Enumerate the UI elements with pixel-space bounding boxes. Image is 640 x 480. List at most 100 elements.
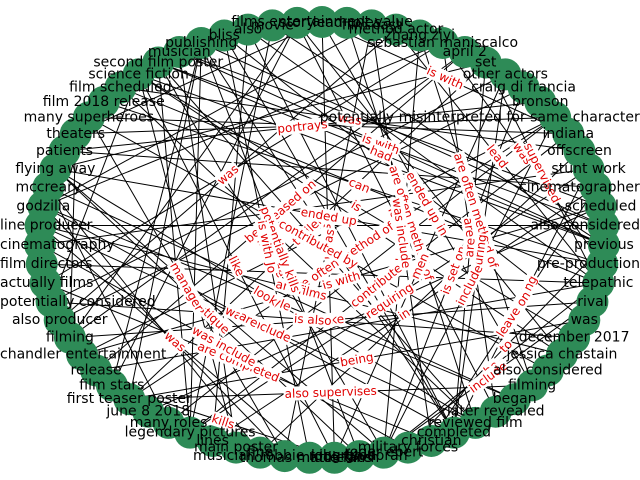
node-label: also considered bbox=[493, 362, 603, 378]
node-label: reviewed film bbox=[428, 415, 523, 431]
edge-label-halo bbox=[188, 322, 260, 370]
graph-node[interactable] bbox=[232, 13, 265, 46]
edge-label-text: kills bbox=[210, 411, 236, 431]
edge-label-halo bbox=[225, 252, 248, 280]
edge-label-text: also supervises bbox=[284, 384, 377, 401]
node-label: scheduled bbox=[565, 198, 637, 214]
node-label: lines bbox=[196, 433, 229, 449]
edge-label-halo bbox=[346, 255, 412, 311]
node-label: story bbox=[279, 15, 314, 31]
node-label: many superheroes bbox=[24, 109, 154, 125]
graph-node[interactable] bbox=[293, 441, 326, 474]
edge-label-text: is also bbox=[294, 311, 333, 328]
edge-label-halo bbox=[209, 411, 238, 433]
node-label: patients bbox=[36, 143, 93, 159]
graph-edge bbox=[178, 51, 237, 448]
edge-label-halo bbox=[452, 261, 487, 309]
edge-label-halo bbox=[450, 150, 502, 272]
edge-label-text: manager bbox=[167, 260, 206, 314]
graph-edge bbox=[55, 168, 385, 454]
edge-label-halo bbox=[298, 204, 359, 229]
edge-label-text: are bbox=[462, 237, 478, 258]
edge-label-halo bbox=[362, 279, 417, 323]
graph-node[interactable] bbox=[244, 436, 277, 469]
graph-node[interactable] bbox=[306, 6, 338, 38]
node-label: other actors bbox=[463, 66, 548, 82]
node-label: films entertainment value bbox=[231, 14, 413, 30]
graph-node[interactable] bbox=[355, 9, 388, 42]
node-label: christian bbox=[401, 433, 461, 449]
graph-edge bbox=[47, 187, 170, 424]
node-label: musician robbie robertson bbox=[193, 448, 376, 464]
node-label: musician bbox=[148, 44, 211, 60]
graph-edge bbox=[179, 51, 601, 207]
graph-edge bbox=[95, 282, 599, 371]
edge-label-halo bbox=[345, 174, 373, 197]
node-label: publishing bbox=[165, 35, 237, 51]
node-label: chandler entertainment bbox=[0, 347, 167, 363]
node-label: thomas middleditch bbox=[240, 450, 380, 466]
node-label: set bbox=[475, 55, 497, 71]
graph-node[interactable] bbox=[330, 6, 363, 39]
edge-label: kills bbox=[209, 411, 238, 433]
graph-edge bbox=[168, 116, 556, 424]
edge-label-text: is bbox=[349, 198, 364, 215]
edge-label-halo bbox=[407, 250, 433, 283]
edge-label-halo bbox=[493, 288, 534, 341]
node-label: potentially considered bbox=[0, 294, 156, 310]
graph-edge bbox=[138, 73, 605, 246]
node-label: indiana bbox=[542, 126, 594, 142]
node-label: also considered bbox=[530, 218, 640, 234]
graph-node[interactable] bbox=[268, 440, 301, 473]
graph-node[interactable] bbox=[391, 431, 424, 464]
edge-label: lead bbox=[483, 141, 512, 172]
graph-node[interactable] bbox=[367, 436, 400, 469]
node-label: actually films bbox=[0, 275, 93, 291]
node-label: line producer bbox=[0, 218, 93, 234]
node-label: film cast bbox=[342, 17, 402, 33]
graph-edge bbox=[43, 42, 443, 207]
edge-label-halo bbox=[235, 308, 262, 331]
nodes bbox=[24, 6, 620, 474]
node-label: method actor bbox=[349, 22, 444, 38]
graph-edge bbox=[189, 42, 202, 433]
edge-label-halo bbox=[338, 349, 376, 370]
node-label: also producer bbox=[12, 312, 108, 328]
edge-label: is also bbox=[292, 311, 334, 329]
edge-label: in bbox=[394, 304, 414, 324]
node-label: military forces bbox=[358, 440, 458, 456]
edge-label: portrays bbox=[275, 116, 330, 137]
edge-label-halo bbox=[367, 142, 396, 165]
edge-label-text: portrays bbox=[277, 117, 328, 136]
node-label: legendary pictures bbox=[125, 425, 256, 441]
node-label: roger ebert bbox=[344, 445, 424, 461]
graph-node[interactable] bbox=[256, 9, 289, 42]
node-label: began bbox=[493, 391, 537, 407]
edge-label-halo bbox=[166, 259, 207, 315]
edge-label: to bbox=[496, 336, 516, 357]
edge-label-text: was bbox=[337, 111, 362, 128]
node-label: film directors bbox=[0, 256, 92, 272]
graph-edge bbox=[51, 73, 506, 303]
node-label: pre-production bbox=[537, 256, 640, 272]
graph-node[interactable] bbox=[318, 441, 351, 474]
graph-edge bbox=[138, 74, 237, 448]
edge-label-halo bbox=[275, 216, 362, 272]
edge-label-halo bbox=[160, 328, 190, 356]
graph-edge bbox=[69, 22, 298, 338]
edge-label: is bbox=[347, 197, 365, 216]
edge-label-halo bbox=[437, 243, 470, 298]
edge-label-halo bbox=[520, 139, 564, 207]
graph-edge bbox=[247, 29, 599, 284]
node-label: godzilla bbox=[16, 198, 70, 214]
graph-node[interactable] bbox=[281, 6, 314, 39]
graph-node[interactable] bbox=[343, 440, 376, 473]
node-label: bronson bbox=[512, 94, 569, 110]
graph-edge bbox=[69, 51, 466, 339]
node-label: mccreary bbox=[15, 179, 81, 195]
graph-edge bbox=[81, 116, 556, 355]
node-label: second film poster bbox=[93, 55, 223, 71]
